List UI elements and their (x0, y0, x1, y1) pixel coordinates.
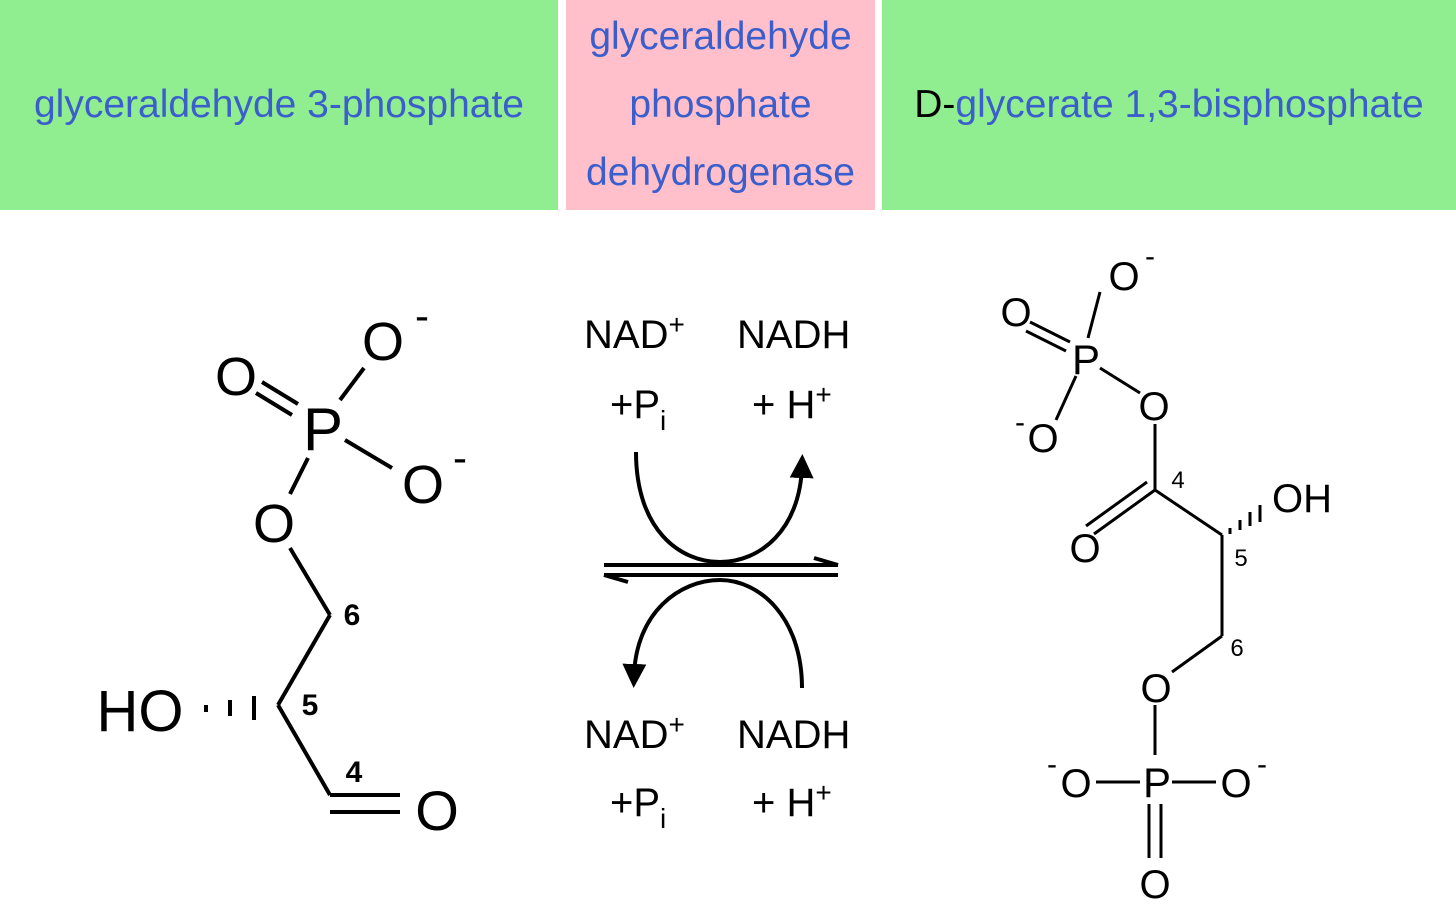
top-left-addend-sub: i (660, 405, 666, 436)
substrate-p-o-bond-right (343, 438, 394, 470)
top-left-cofactor-charge: + (668, 309, 684, 340)
substrate-structure (204, 366, 400, 814)
substrate-charge-right: - (453, 434, 467, 481)
substrate-p-o-bond-top (338, 366, 366, 402)
product-c6-o-bond (1171, 634, 1223, 674)
product-atom-o-p2-right: O (1220, 762, 1251, 806)
substrate-p-o-double-bond-b (254, 391, 294, 417)
substrate-atom-o-double: O (215, 347, 257, 407)
product-structure (1025, 291, 1262, 858)
enzyme-name-line-3: dehydrogenase (586, 151, 855, 194)
product-c4-o-double-b (1085, 480, 1148, 528)
top-right-addend-sup: + (815, 379, 831, 410)
substrate-atom-o-aldehyde: O (415, 779, 459, 842)
bottom-left-cofactor: NAD+ (584, 709, 685, 757)
product-atom-p1: P (1072, 336, 1100, 383)
product-p1-o-double-b (1025, 329, 1067, 353)
product-atom-o-p2-ester: O (1140, 667, 1171, 711)
product-header: D-glycerate 1,3-bisphosphate (882, 0, 1456, 210)
product-p1-o-double-a (1029, 320, 1071, 344)
product-charge-p1-top: - (1145, 240, 1155, 273)
product-atom-o-carboxyl: O (1069, 527, 1100, 571)
substrate-carbon-6-label: 6 (344, 599, 361, 632)
forward-arrow-barb (813, 556, 839, 567)
product-c4-c5-bond (1154, 488, 1223, 537)
product-atom-o-p1-ester: O (1138, 385, 1169, 429)
substrate-atom-ho: HO (97, 679, 184, 744)
substrate-atoms: O O - P O - O HO O 6 5 4 (97, 292, 468, 842)
substrate-p-o-double-bond-a (260, 380, 300, 406)
top-right-addend: + H+ (752, 379, 832, 427)
bottom-left-cofactor-charge: + (668, 709, 684, 740)
substrate-p-o-bond-bottom (288, 457, 310, 495)
substrate-atom-o-top: O (362, 312, 404, 372)
top-left-addend-prefix: +P (610, 383, 660, 427)
product-p1-o-top-bond (1086, 291, 1102, 339)
reaction-arrows (603, 451, 839, 689)
bottom-right-addend-prefix: + H (752, 781, 815, 825)
product-charge-p2-left: - (1047, 748, 1057, 781)
substrate-atom-o-ester: O (253, 494, 295, 554)
substrate-o-c6-bond (288, 546, 332, 617)
product-charge-p2-right: - (1257, 748, 1267, 781)
product-atom-o-p1-double: O (1000, 291, 1031, 335)
product-atoms: O - O P O O - 4 O OH 5 6 O O - P O - O (1000, 240, 1332, 907)
bottom-right-addend: + H+ (752, 777, 832, 825)
substrate-header: glyceraldehyde 3-phosphate (0, 0, 558, 210)
bottom-right-addend-sup: + (815, 777, 831, 808)
bottom-left-addend-prefix: +P (610, 781, 660, 825)
reaction-diagram: O O - P O - O HO O 6 5 4 NAD+ +Pi (97, 240, 1333, 907)
substrate-carbon-5-label: 5 (302, 689, 319, 722)
top-left-addend: +Pi (610, 383, 666, 436)
product-atom-o-p1-top: O (1108, 255, 1139, 299)
top-left-cofactor: NAD+ (584, 309, 685, 357)
substrate-c5-c4-bond (276, 703, 332, 797)
product-p1-o-ester-bond (1099, 366, 1141, 395)
bottom-right-cofactor: NADH (737, 713, 850, 757)
bottom-left-cofactor-name: NAD (584, 713, 668, 757)
product-atom-o-p2-bottom: O (1139, 863, 1170, 907)
product-carbon-6-label: 6 (1230, 635, 1243, 662)
cofactor-labels: NAD+ +Pi NADH + H+ NAD+ +Pi NADH + H+ (584, 309, 850, 834)
product-atom-p2: P (1143, 759, 1171, 806)
top-right-addend-prefix: + H (752, 383, 815, 427)
product-carbon-4-label: 4 (1171, 467, 1184, 494)
product-atom-o-p2-left: O (1060, 762, 1091, 806)
substrate-carbon-4-label: 4 (346, 756, 363, 789)
product-charge-p1-left: - (1015, 406, 1025, 439)
top-left-cofactor-name: NAD (584, 313, 668, 357)
substrate-link[interactable]: glyceraldehyde 3-phosphate (33, 83, 524, 126)
top-cofactor-arrow (634, 451, 814, 565)
enzyme-name-line-1: glyceraldehyde (589, 15, 852, 58)
product-prefix: D- (914, 83, 956, 126)
substrate-atom-p: P (303, 396, 343, 463)
enzyme-link[interactable]: glyceraldehyde phosphate dehydrogenase (586, 3, 855, 207)
top-right-cofactor: NADH (737, 313, 850, 357)
bottom-cofactor-arrow (622, 577, 804, 689)
product-atom-oh: OH (1272, 477, 1332, 521)
reverse-arrow-barb (603, 573, 629, 584)
bottom-left-addend: +Pi (610, 781, 666, 834)
substrate-atom-o-right: O (402, 455, 444, 515)
product-carbon-5-label: 5 (1234, 545, 1247, 572)
product-link[interactable]: glycerate 1,3-bisphosphate (955, 83, 1424, 126)
product-p1-o-left-bond (1054, 375, 1078, 421)
substrate-c6-c5-bond (276, 613, 332, 707)
enzyme-header: glyceraldehyde phosphate dehydrogenase (566, 0, 875, 210)
product-c4-o-double-a (1093, 488, 1156, 536)
bottom-left-addend-sub: i (660, 803, 666, 834)
enzyme-name-line-2: phosphate (629, 83, 812, 126)
substrate-charge-top: - (415, 292, 429, 339)
product-atom-o-p1-left: O (1027, 417, 1058, 461)
